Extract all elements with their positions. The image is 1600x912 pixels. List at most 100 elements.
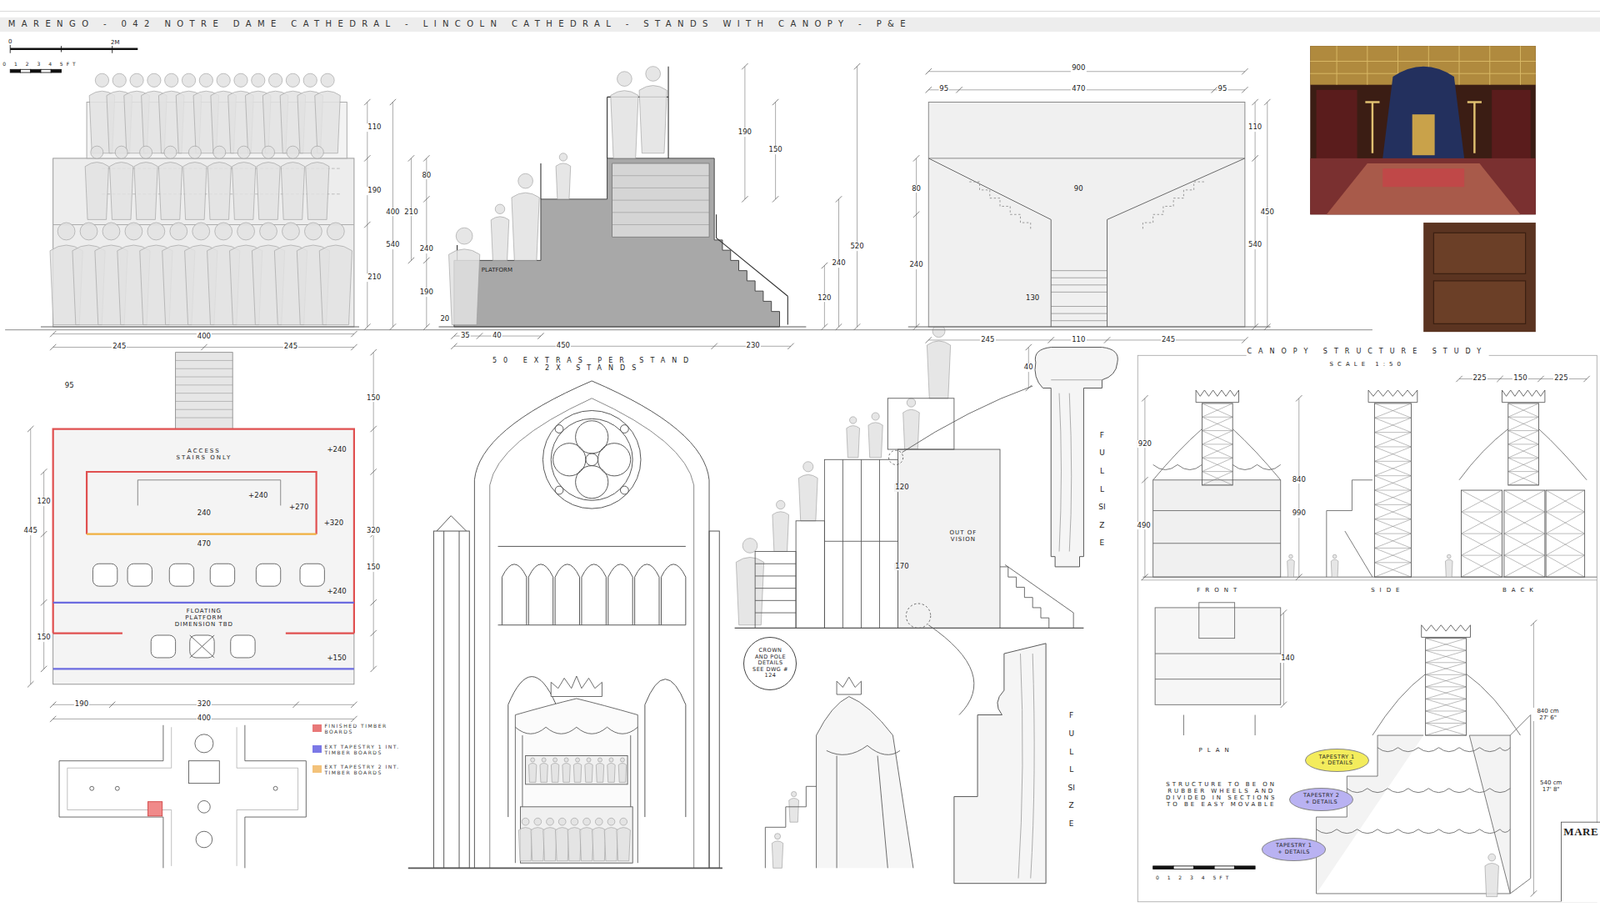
figure-head	[620, 757, 625, 762]
stand-side-elevation	[898, 449, 1000, 628]
figure-body	[616, 827, 630, 861]
figure-head	[115, 145, 128, 159]
scale-bar	[1235, 865, 1255, 870]
dimension-tick	[835, 323, 842, 330]
dimension-label: 95	[938, 85, 950, 94]
dimension-tick	[1264, 99, 1270, 105]
dimension-label: 240	[419, 245, 435, 254]
dimension-label: 245	[283, 342, 299, 351]
figure-body	[1287, 559, 1295, 577]
figure-head	[305, 222, 323, 240]
dimension-tick	[1251, 155, 1258, 161]
dimension-label: 80	[420, 171, 432, 180]
wood-panel-sample	[1423, 222, 1536, 332]
canopy-in-cathedral	[525, 755, 628, 785]
dimension-tick	[370, 630, 376, 636]
dimension-line	[27, 63, 1590, 897]
scale-bar	[1214, 865, 1235, 870]
canopy-study-panel	[1199, 602, 1235, 639]
scale-bar	[10, 45, 138, 73]
truss-brace	[1508, 403, 1540, 485]
figure-body	[1330, 559, 1339, 577]
cathedral-elevation	[585, 453, 599, 466]
cathedral-elevation	[408, 866, 723, 869]
legend-label: FINISHED TIMBER BOARDS	[324, 723, 418, 735]
reference-photo	[1310, 45, 1536, 215]
dimension-label: 320	[196, 700, 212, 709]
cathedral-floor-plan	[198, 800, 211, 813]
figure-head	[192, 222, 210, 240]
canopy-in-cathedral	[515, 675, 638, 863]
dimension-tick	[1048, 336, 1055, 343]
stand-plan	[255, 563, 280, 586]
scale-bar	[10, 48, 138, 50]
dimension-label: 210	[366, 273, 382, 282]
cathedral-elevation	[553, 443, 586, 476]
cathedral-floor-plan	[189, 760, 220, 784]
cathedral-elevation	[555, 485, 564, 495]
view-label: PLAN	[1197, 746, 1235, 754]
tapestry-callout: TAPESTRY 2 + DETAILS	[1289, 787, 1354, 811]
crowd-figure	[518, 757, 799, 868]
stand-back-elevation	[1050, 270, 1107, 321]
figure-head	[262, 145, 275, 159]
figure-head	[586, 757, 591, 762]
stand-front-elevation	[40, 326, 360, 328]
cathedral-elevation	[555, 425, 564, 434]
scale-bar	[60, 45, 62, 52]
stand-side-elevation	[755, 563, 796, 613]
figure-body	[528, 762, 536, 782]
figure-head	[558, 817, 566, 825]
figure-head	[518, 173, 534, 189]
stand-back-elevation	[969, 181, 1205, 231]
reference-photo	[1382, 66, 1465, 159]
figure-head	[234, 73, 248, 87]
dimension-tick	[1530, 620, 1537, 626]
canopy-sketch	[826, 745, 900, 868]
dimension-tick	[40, 530, 47, 537]
dimension-tick	[1295, 573, 1302, 580]
dimension-label: 240	[830, 259, 846, 268]
dimension-tick	[476, 332, 483, 339]
stand-side-elevation	[889, 450, 904, 465]
dimension-label: 450	[1260, 208, 1275, 217]
cathedral-floor-plan	[195, 830, 213, 848]
dimension-label: 900	[1070, 64, 1086, 73]
crown-finial	[1368, 390, 1418, 403]
canopy-study-panel	[1137, 355, 1597, 901]
dimension-tick	[821, 323, 828, 330]
figure-head	[871, 412, 880, 420]
stand-side-elevation	[824, 459, 898, 628]
title-bar	[0, 10, 1600, 32]
figure-body	[110, 162, 134, 220]
truss-brace	[1545, 490, 1585, 577]
dimension-tick	[370, 468, 376, 475]
truss-brace	[1201, 403, 1233, 485]
dimension-label: 245	[111, 342, 127, 351]
figure-head	[268, 73, 282, 87]
dimension-line	[856, 66, 858, 327]
dimension-label: 445	[23, 526, 39, 535]
figure-head	[147, 222, 165, 240]
cathedral-floor-plan	[59, 725, 306, 869]
figure-body	[518, 827, 532, 861]
dimension-label: 40	[1023, 363, 1035, 372]
reference-photo	[1326, 163, 1521, 215]
drawing-note: OUT OF VISION	[944, 529, 983, 543]
figure-body	[555, 827, 569, 861]
figure-head	[1289, 554, 1294, 559]
figure-body	[585, 762, 593, 782]
stand-plan	[86, 533, 317, 535]
dimension-tick	[854, 323, 860, 330]
dimension-tick	[408, 155, 415, 161]
dimension-label: 150	[365, 394, 381, 403]
stand-plan	[190, 635, 215, 658]
dimension-tick	[423, 155, 430, 161]
figure-head	[130, 73, 144, 87]
dimension-tick	[50, 344, 56, 350]
dimension-tick	[40, 665, 47, 672]
figure-head	[906, 398, 915, 407]
dimension-tick	[1141, 476, 1148, 483]
structure-note: STRUCTURE TO BE ON RUBBER WHEELS AND DIV…	[1158, 780, 1285, 808]
dimension-tick	[925, 336, 932, 343]
